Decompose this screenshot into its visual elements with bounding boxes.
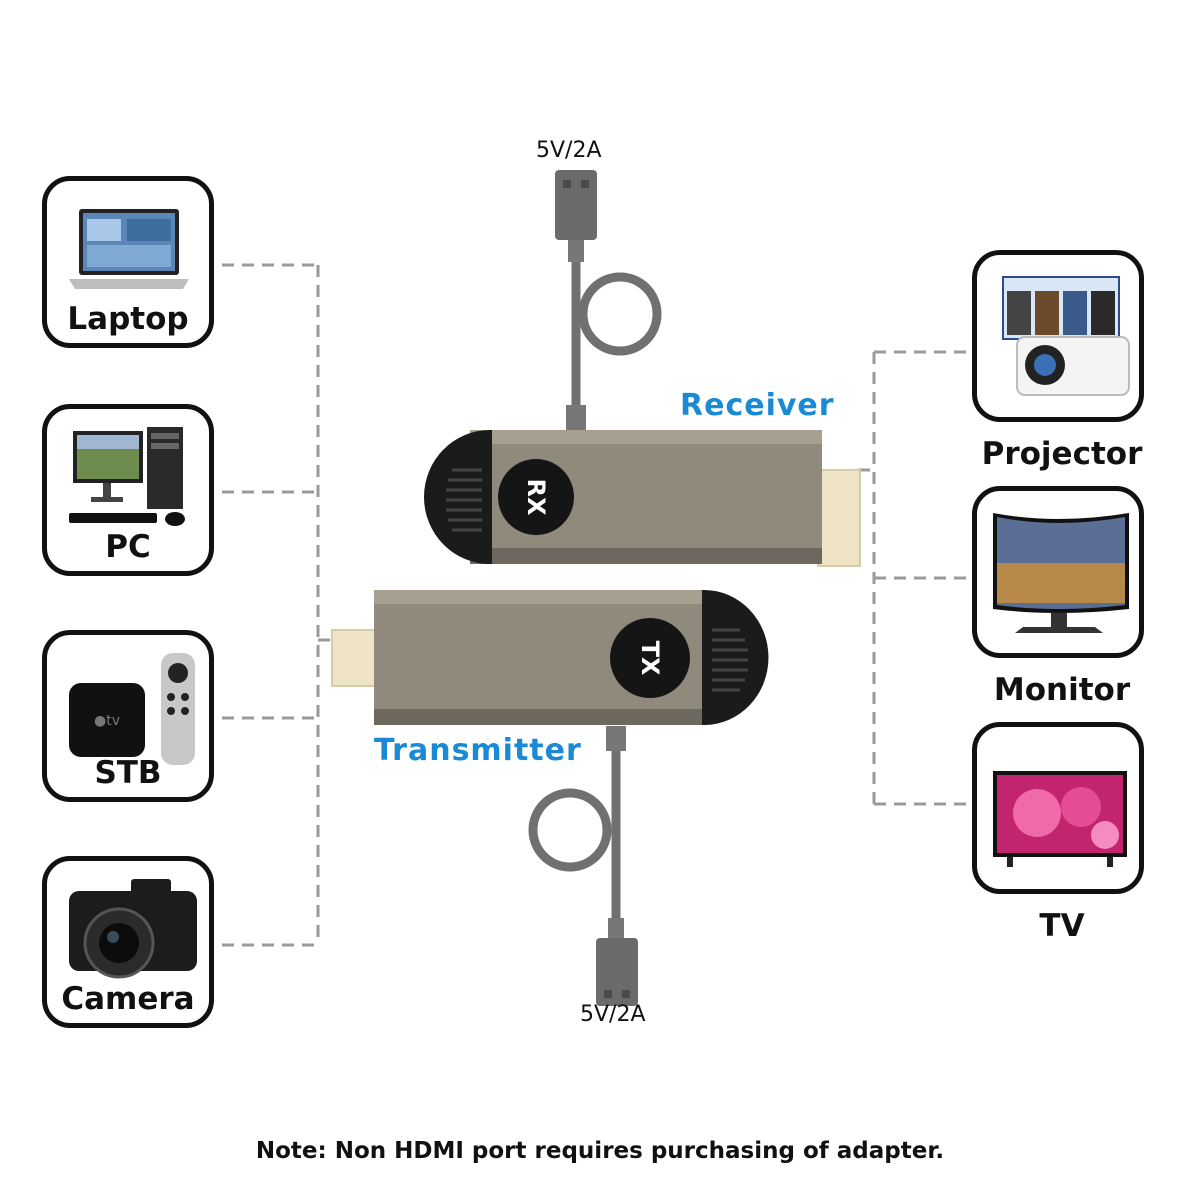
source-card-camera: Camera bbox=[42, 856, 214, 1028]
desktop-pc-icon bbox=[69, 427, 185, 526]
source-label-stb: STB bbox=[94, 755, 162, 791]
usb-plug-icon bbox=[596, 938, 638, 1006]
source-card-laptop: Laptop bbox=[42, 176, 214, 348]
adapter-note: Note: Non HDMI port requires purchasing … bbox=[255, 1138, 945, 1164]
source-card-pc: PC bbox=[42, 404, 214, 576]
display-card-tv bbox=[972, 722, 1144, 894]
transmitter-label: Transmitter bbox=[374, 733, 582, 768]
display-label-monitor: Monitor bbox=[993, 672, 1131, 708]
tv-icon bbox=[993, 771, 1127, 867]
receiver-power-label: 5V/2A bbox=[536, 138, 602, 163]
hdmi-plug bbox=[331, 629, 377, 687]
camera-icon bbox=[69, 879, 197, 979]
set-top-box-icon: ●tv bbox=[69, 653, 195, 765]
svg-text:●tv: ●tv bbox=[94, 713, 120, 729]
tx-badge: TX bbox=[636, 641, 664, 676]
display-card-projector bbox=[972, 250, 1144, 422]
transmitter-power-label: 5V/2A bbox=[580, 1002, 646, 1027]
display-label-projector: Projector bbox=[981, 436, 1143, 472]
receiver-label: Receiver bbox=[680, 388, 835, 423]
monitor-icon bbox=[993, 513, 1129, 633]
projector-icon bbox=[1002, 276, 1130, 396]
laptop-icon bbox=[69, 209, 189, 289]
source-label-pc: PC bbox=[105, 529, 151, 565]
display-label-tv: TV bbox=[1039, 908, 1085, 944]
source-card-stb: ●tv STB bbox=[42, 630, 214, 802]
source-label-camera: Camera bbox=[61, 981, 195, 1017]
display-card-monitor bbox=[972, 486, 1144, 658]
rx-badge: RX bbox=[522, 479, 550, 516]
source-label-laptop: Laptop bbox=[67, 301, 189, 337]
